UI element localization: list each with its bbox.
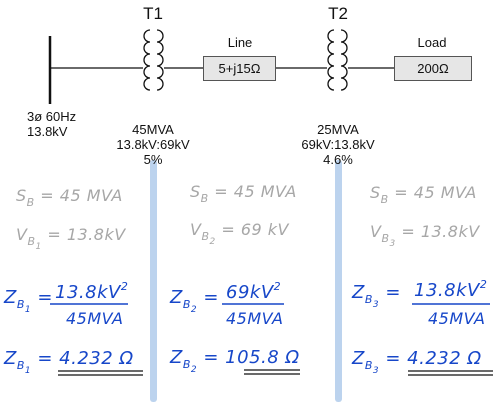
zone-separator-1 [150, 160, 157, 402]
zone2-vbase: VB2 = 69 kV [190, 220, 289, 247]
bus-phase-label: 3ø 60Hz [27, 109, 77, 124]
zone3-zbase-numerator: 13.8kV2 [414, 278, 488, 301]
load-impedance: 200Ω [417, 61, 449, 76]
zone2-sbase: SB = 45 MVA [190, 182, 297, 205]
t1-impedance: 5% [143, 152, 163, 167]
transformer-t2-icon [327, 29, 348, 91]
zone2-zbase-numerator: 69kV2 [226, 280, 282, 303]
zone2-zbase-denominator: 45MVA [226, 309, 284, 328]
zone1-zbase-denominator: 45MVA [66, 309, 124, 328]
t1-title: T1 [143, 4, 163, 23]
line-impedance: 5+j15Ω [218, 61, 261, 76]
zone3-zbase-denominator: 45MVA [428, 309, 486, 328]
t2-voltage-ratio: 69kV:13.8kV [301, 137, 375, 152]
zone3-zbase-formula: ZB3 = [352, 282, 401, 310]
zone1-zbase-formula: ZB1 = [4, 287, 53, 315]
zone-separator-2 [335, 160, 342, 402]
zone1-vbase: VB1 = 13.8kV [16, 225, 126, 252]
zone2-zbase-result: ZB2 = 105.8 Ω [170, 347, 300, 375]
zone2-zbase-formula: ZB2 = [170, 287, 219, 315]
zone3-zbase-result: ZB3 = 4.232 Ω [352, 348, 482, 376]
t2-title: T2 [328, 4, 348, 23]
zone1-sbase: SB = 45 MVA [16, 186, 123, 209]
zone1-zbase-numerator: 13.8kV2 [55, 280, 129, 303]
load-title: Load [417, 35, 447, 50]
zone1-zbase-result: ZB1 = 4.232 Ω [4, 348, 134, 376]
transformer-t1-icon [143, 29, 164, 91]
line-title: Line [227, 35, 253, 50]
line-impedance-box: 5+j15Ω [203, 56, 276, 81]
zone3-sbase: SB = 45 MVA [370, 183, 477, 206]
t1-rating: 45MVA [132, 122, 174, 137]
t2-impedance: 4.6% [323, 152, 353, 167]
load-impedance-box: 200Ω [394, 56, 472, 81]
zone3-vbase: VB3 = 13.8kV [370, 222, 480, 249]
bus-voltage-label: 13.8kV [27, 124, 68, 139]
t1-voltage-ratio: 13.8kV:69kV [116, 137, 190, 152]
t2-rating: 25MVA [317, 122, 359, 137]
